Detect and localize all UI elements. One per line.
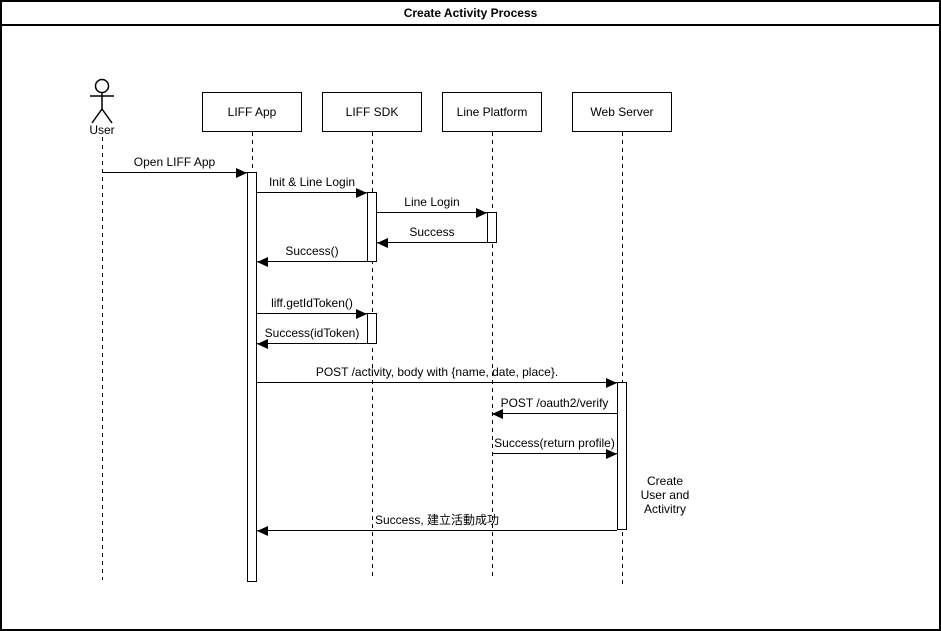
message-label: Success(return profile) [494, 436, 615, 450]
participant-line-platform: Line Platform [442, 92, 542, 132]
message-success-return-profile: Success(return profile) [492, 436, 617, 459]
user-actor-icon [90, 78, 114, 124]
message-label: Line Login [404, 195, 460, 209]
activation-liff-sdk-2 [367, 313, 377, 344]
participant-label: LIFF App [227, 105, 277, 119]
message-line [377, 208, 487, 218]
lifeline-liff-sdk [372, 132, 373, 580]
activation-liff-sdk-1 [367, 192, 377, 262]
message-success-final: Success, 建立活動成功 [257, 513, 617, 536]
lifeline-user [102, 137, 103, 580]
message-post-oauth2-verify: POST /oauth2/verify [492, 396, 617, 419]
message-line [492, 409, 617, 419]
message-line [257, 257, 367, 267]
arrowhead-right-icon [606, 449, 617, 459]
arrowhead-right-icon [236, 168, 247, 178]
message-line [492, 449, 617, 459]
message-label: Success, 建立活動成功 [374, 513, 500, 527]
arrowhead-right-icon [356, 188, 367, 198]
participant-liff-sdk: LIFF SDK [322, 92, 422, 132]
lifeline-web-server [622, 132, 623, 588]
arrowhead-right-icon [356, 309, 367, 319]
message-success-callback: Success() [257, 244, 367, 267]
message-label: POST /activity, body with {name, date, p… [315, 365, 559, 379]
message-label: Success() [285, 244, 339, 258]
lifeline-line-platform [492, 132, 493, 580]
message-open-liff-app: Open LIFF App [102, 155, 247, 178]
message-post-activity: POST /activity, body with {name, date, p… [257, 365, 617, 388]
message-label: Success [409, 225, 455, 239]
actor-label: User [89, 123, 115, 137]
message-success-line-platform: Success [377, 225, 487, 248]
diagram-title-bar: Create Activity Process [2, 2, 939, 26]
participant-label: Web Server [590, 105, 654, 119]
message-label: liff.getIdToken() [271, 296, 353, 310]
message-label: Init & Line Login [268, 175, 356, 189]
message-label: Open LIFF App [133, 155, 216, 169]
message-line-login: Line Login [377, 195, 487, 218]
message-line [257, 378, 617, 388]
arrowhead-left-icon [257, 339, 268, 349]
arrowhead-left-icon [257, 526, 268, 536]
arrowhead-left-icon [377, 238, 388, 248]
message-label: POST /oauth2/verify [500, 396, 609, 410]
message-line [377, 238, 487, 248]
activation-web-server [617, 382, 627, 530]
message-line [257, 309, 367, 319]
activation-liff-app [247, 172, 257, 582]
message-init-line-login: Init & Line Login [257, 175, 367, 198]
arrowhead-left-icon [492, 409, 503, 419]
participant-web-server: Web Server [572, 92, 672, 132]
arrowhead-left-icon [257, 257, 268, 267]
message-line [257, 526, 617, 536]
message-label: Success(idToken) [264, 326, 360, 340]
diagram-title: Create Activity Process [403, 6, 538, 20]
participant-label: LIFF SDK [345, 105, 399, 119]
message-get-id-token: liff.getIdToken() [257, 296, 367, 319]
message-line [257, 188, 367, 198]
message-line [257, 339, 367, 349]
participant-label: Line Platform [456, 105, 528, 119]
participant-liff-app: LIFF App [202, 92, 302, 132]
message-success-id-token: Success(idToken) [257, 326, 367, 349]
arrowhead-right-icon [606, 378, 617, 388]
arrowhead-right-icon [476, 208, 487, 218]
message-line [102, 168, 247, 178]
activation-line-platform [487, 212, 497, 243]
note-create-user-activity: Create User and Activitry [640, 474, 690, 516]
